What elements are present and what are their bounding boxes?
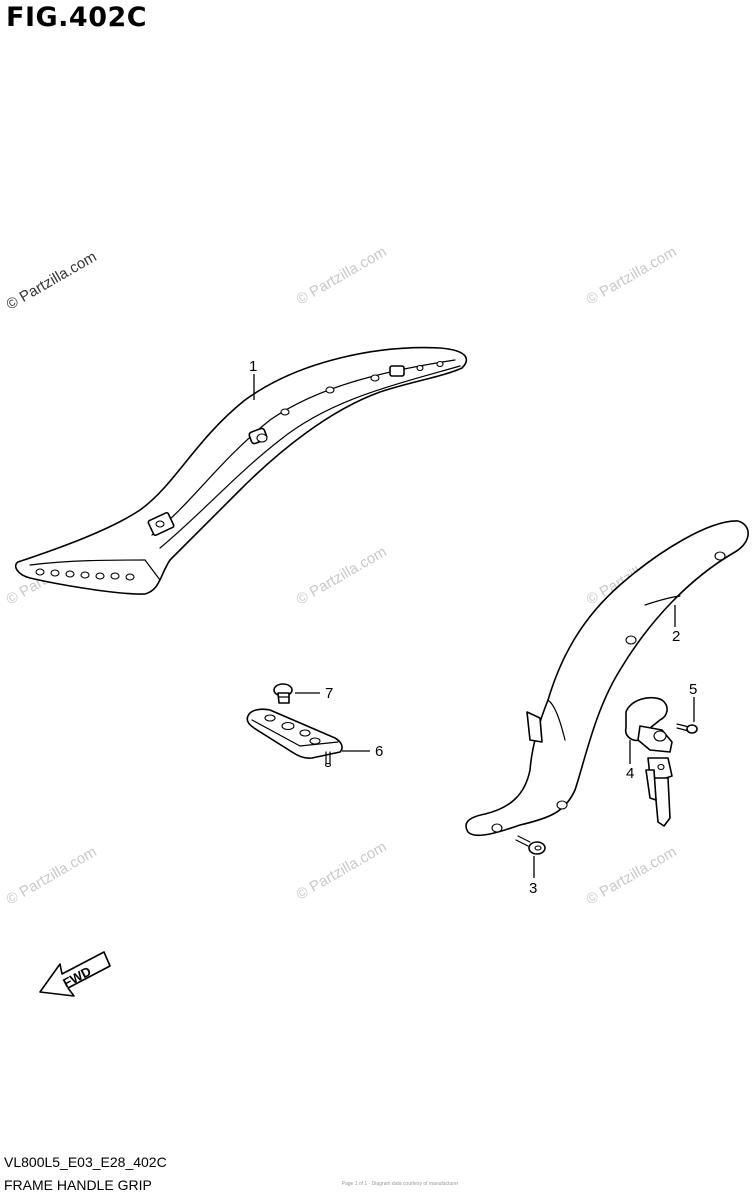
figure-code: VL800L5_E03_E28_402C	[4, 1154, 167, 1170]
part-1-handle-grip-left	[14, 346, 468, 595]
callout-6: 6	[375, 743, 383, 760]
callout-2: 2	[672, 628, 680, 645]
callout-5: 5	[689, 681, 697, 698]
fwd-label: FWD	[60, 964, 93, 991]
watermark: © Partzilla.com	[4, 843, 100, 908]
part-3-bolt	[515, 835, 546, 855]
callout-3: 3	[529, 880, 537, 897]
part-7-screw	[273, 683, 293, 704]
callout-7: 7	[325, 685, 333, 702]
watermark: © Partzilla.com	[4, 248, 100, 313]
watermark: © Partzilla.com	[584, 843, 680, 908]
watermark: © Partzilla.com	[584, 243, 680, 308]
callout-4: 4	[626, 765, 634, 782]
grip-holes	[35, 568, 135, 581]
figure-title: FIG.402C	[6, 2, 148, 33]
watermark: © Partzilla.com	[294, 543, 390, 608]
leader-lines	[253, 374, 695, 878]
part-2-handle-grip-right	[465, 520, 749, 837]
callouts: 1 2 3 4 5 6 7	[249, 358, 697, 897]
figure-name: FRAME HANDLE GRIP	[4, 1177, 152, 1193]
part-5-screw	[676, 723, 698, 734]
part-6-plate	[246, 708, 343, 768]
watermark: © Partzilla.com	[294, 838, 390, 903]
fwd-arrow: FWD	[39, 951, 111, 997]
footer-note: Page 1 of 1 · Diagram data courtesy of m…	[341, 1181, 459, 1187]
callout-1: 1	[249, 358, 257, 375]
part-4-lock-assembly	[624, 696, 673, 827]
watermark: © Partzilla.com	[294, 243, 390, 308]
